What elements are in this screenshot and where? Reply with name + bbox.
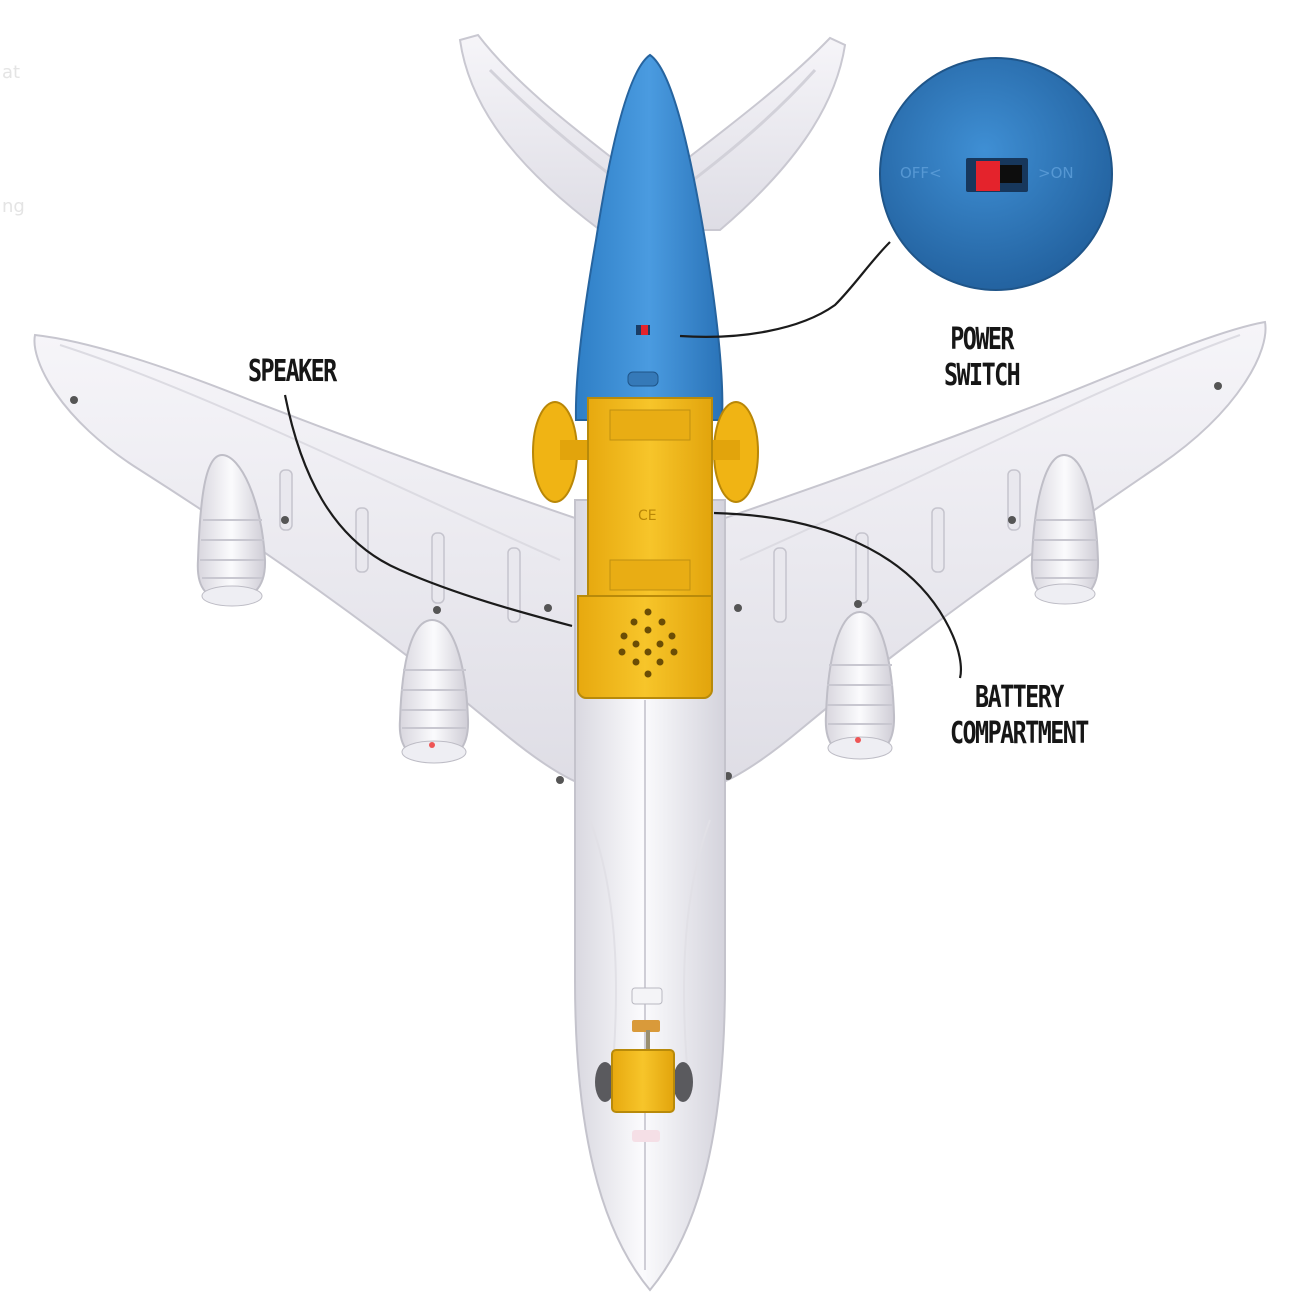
- speaker-grille: [577, 595, 713, 699]
- battery-leader-line: [713, 511, 962, 679]
- battery-compartment-callout: BATTERY COMPARTMENT: [950, 680, 1089, 752]
- speaker-leader-line: [283, 394, 573, 628]
- edge-fragment-1: at: [2, 62, 21, 83]
- battery-callout-line-2: COMPARTMENT: [950, 716, 1089, 751]
- power-callout-line-2: SWITCH: [944, 358, 1021, 393]
- power-callout-line-1: POWER: [950, 322, 1014, 357]
- power-switch-inset: OFF< >ON: [879, 57, 1113, 291]
- main-wings: [33, 320, 1267, 794]
- engines: [196, 453, 1100, 764]
- switch-on-label: >ON: [1038, 164, 1074, 182]
- switch-off-label: OFF<: [900, 164, 942, 182]
- leader-lines: [283, 241, 962, 679]
- speaker-callout: SPEAKER: [248, 354, 337, 390]
- power-leader-line: [679, 241, 891, 338]
- speaker-callout-text: SPEAKER: [248, 354, 337, 389]
- power-switch-callout: POWER SWITCH: [944, 322, 1021, 394]
- nose-cone: [574, 53, 724, 421]
- svg-text:CE: CE: [638, 508, 657, 524]
- main-gear-wheels: [532, 401, 759, 503]
- rear-landing-gear: [595, 1020, 693, 1113]
- edge-fragment-2: ng: [2, 196, 25, 217]
- battery-callout-line-1: BATTERY: [975, 680, 1064, 715]
- battery-compartment: CE: [532, 397, 759, 601]
